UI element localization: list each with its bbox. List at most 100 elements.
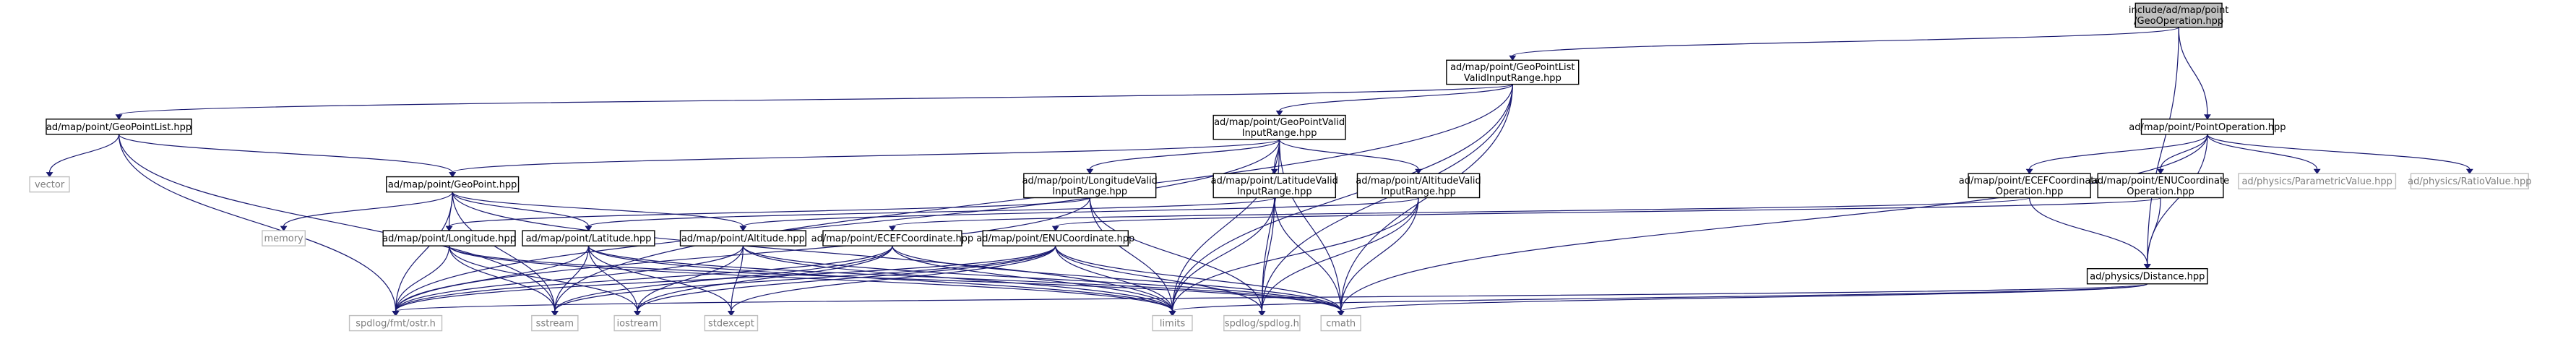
node-label-memory: memory: [264, 233, 303, 244]
node-memory: memory: [262, 230, 306, 246]
edge-geopointlist-to-ostr: [118, 134, 397, 312]
node-spdlog: spdlog/spdlog.h: [1223, 314, 1301, 332]
node-label-geopointvalid: ad/map/point/GeoPointValid: [1214, 117, 1345, 128]
arrowhead-geooperation-to-pointoperation: [2203, 114, 2211, 120]
edge-geopoint-to-altitude: [452, 192, 744, 227]
node-label-limits: limits: [1160, 319, 1186, 330]
edge-latitude-to-stdexcept: [587, 246, 732, 312]
edge-enu-to-limits: [1055, 246, 1173, 312]
edge-geopointlistvalid-to-limits: [1171, 84, 1513, 312]
arrowhead-geopointvalid-to-geopoint: [449, 172, 457, 178]
edge-geopointlist-to-sstream: [118, 134, 556, 312]
node-box-geopointlistvalid: [1446, 59, 1580, 85]
edge-enu-to-stdexcept: [731, 246, 1056, 312]
node-longitude[interactable]: ad/map/point/Longitude.hpp: [382, 230, 516, 246]
node-box-geooperation: [2135, 2, 2223, 28]
edge-latvalid-to-limits: [1171, 197, 1275, 312]
edge-enuop-to-distance: [2147, 197, 2161, 265]
edge-enu-to-ostr: [395, 245, 1056, 312]
node-label-cmath: cmath: [1326, 319, 1356, 330]
node-box-limits: [1152, 314, 1193, 332]
edge-geopointvalid-to-ostr: [395, 139, 1280, 312]
node-label-geopointlist: ad/map/point/GeoPointList.hpp: [46, 122, 191, 133]
edge-distance-to-ostr: [395, 283, 2148, 312]
node-label-latitude: ad/map/point/Latitude.hpp: [526, 233, 652, 244]
edge-geooperation-to-distance: [2147, 27, 2179, 265]
node-latitude[interactable]: ad/map/point/Latitude.hpp: [522, 230, 655, 246]
node-label-distance: ad/physics/Distance.hpp: [2090, 272, 2205, 283]
arrowhead-distance-to-ostr: [392, 311, 400, 317]
edge-lonvalid-to-limits: [1089, 197, 1173, 312]
node-box-enu: [982, 230, 1129, 246]
edge-geopoint-to-latitude: [452, 192, 590, 227]
node-geooperation[interactable]: include/ad/map/point/GeoOperation.hpp: [2129, 2, 2229, 28]
node-label-iostream: iostream: [617, 319, 658, 330]
node-ecef[interactable]: ad/map/point/ECEFCoordinate.hpp: [811, 230, 974, 246]
edge-altitude-to-ostr: [395, 246, 744, 312]
node-label-spdlog: spdlog/spdlog.h: [1225, 319, 1299, 330]
edge-latvalid-to-cmath: [1274, 197, 1342, 312]
node-label-geooperation: /GeoOperation.hpp: [2134, 16, 2223, 27]
node-label-geopointlistvalid: ValidInputRange.hpp: [1464, 73, 1561, 84]
edge-latitude-to-ostr: [395, 246, 590, 312]
node-label-pointoperation: ad/map/point/PointOperation.hpp: [2129, 122, 2286, 133]
node-box-ostr: [348, 314, 443, 332]
arrowhead-altvalid-to-altitude: [739, 226, 747, 231]
arrowhead-geopointlistvalid-to-geopointvalid: [1275, 111, 1283, 116]
arrowhead-pointoperation-to-ecefop: [2025, 168, 2033, 175]
node-box-pointoperation: [2140, 119, 2275, 135]
edge-enu-to-spdlog: [1055, 246, 1262, 312]
edge-latitude-to-iostream: [587, 246, 638, 312]
node-altitude[interactable]: ad/map/point/Altitude.hpp: [679, 230, 806, 246]
node-label-geooperation: include/ad/map/point: [2129, 5, 2229, 16]
node-label-enuop: ad/map/point/ENUCoordinate: [2092, 176, 2229, 186]
arrowhead-geopointlist-to-vector: [46, 172, 53, 178]
node-box-geopointvalid: [1212, 114, 1346, 140]
node-geopointlist[interactable]: ad/map/point/GeoPointList.hpp: [46, 119, 192, 135]
arrowhead-geopoint-to-memory: [280, 226, 288, 231]
node-box-geopoint: [386, 176, 520, 193]
arrowhead-latvalid-to-latitude: [585, 226, 593, 231]
arrowhead-pointoperation-to-parametric: [2313, 168, 2321, 175]
edge-pointoperation-to-ecefop: [2028, 134, 2208, 170]
edge-altvalid-to-cmath: [1340, 197, 1419, 312]
node-label-longitude: ad/map/point/Longitude.hpp: [382, 233, 516, 244]
node-geopoint[interactable]: ad/map/point/GeoPoint.hpp: [386, 176, 520, 193]
node-distance[interactable]: ad/physics/Distance.hpp: [2086, 267, 2208, 285]
node-label-geopoint: ad/map/point/GeoPoint.hpp: [388, 180, 517, 191]
node-box-sstream: [531, 314, 579, 332]
node-label-latvalid: ad/map/point/LatitudeValid: [1211, 176, 1338, 186]
node-geopointlistvalid[interactable]: ad/map/point/GeoPointListValidInputRange…: [1446, 59, 1580, 85]
edge-ecefop-to-ecef: [892, 197, 2030, 227]
node-enu[interactable]: ad/map/point/ENUCoordinate.hpp: [976, 230, 1134, 246]
node-lonvalid[interactable]: ad/map/point/LongitudeValidInputRange.hp…: [1022, 173, 1158, 199]
node-box-spdlog: [1223, 314, 1301, 332]
edge-enuop-to-enu: [1055, 197, 2161, 227]
edge-ecef-to-iostream: [637, 246, 893, 312]
node-box-ecefop: [1968, 173, 2091, 199]
edge-geopointlistvalid-to-geopointlist: [118, 84, 1513, 116]
node-box-distance: [2086, 267, 2208, 285]
edge-geopointvalid-to-cmath: [1279, 139, 1342, 312]
node-ratio: ad/physics/RatioValue.hpp: [2408, 173, 2532, 189]
node-cmath: cmath: [1320, 314, 1361, 332]
edge-geopointlistvalid-to-geopointvalid: [1279, 84, 1513, 112]
edge-geopointvalid-to-geopoint: [452, 139, 1280, 173]
node-pointoperation[interactable]: ad/map/point/PointOperation.hpp: [2129, 119, 2286, 135]
node-box-lonvalid: [1023, 173, 1157, 199]
edge-geopoint-to-memory: [283, 192, 453, 227]
edge-geopoint-to-limits: [452, 192, 1173, 312]
node-label-altitude: ad/map/point/Altitude.hpp: [681, 233, 805, 244]
node-box-stdexcept: [704, 314, 759, 332]
node-label-lonvalid: ad/map/point/LongitudeValid: [1022, 176, 1158, 186]
node-box-memory: [262, 230, 306, 246]
arrowhead-geopointvalid-to-lonvalid: [1086, 168, 1094, 175]
node-parametric: ad/physics/ParametricValue.hpp: [2238, 173, 2397, 189]
edge-pointoperation-to-parametric: [2207, 134, 2318, 170]
